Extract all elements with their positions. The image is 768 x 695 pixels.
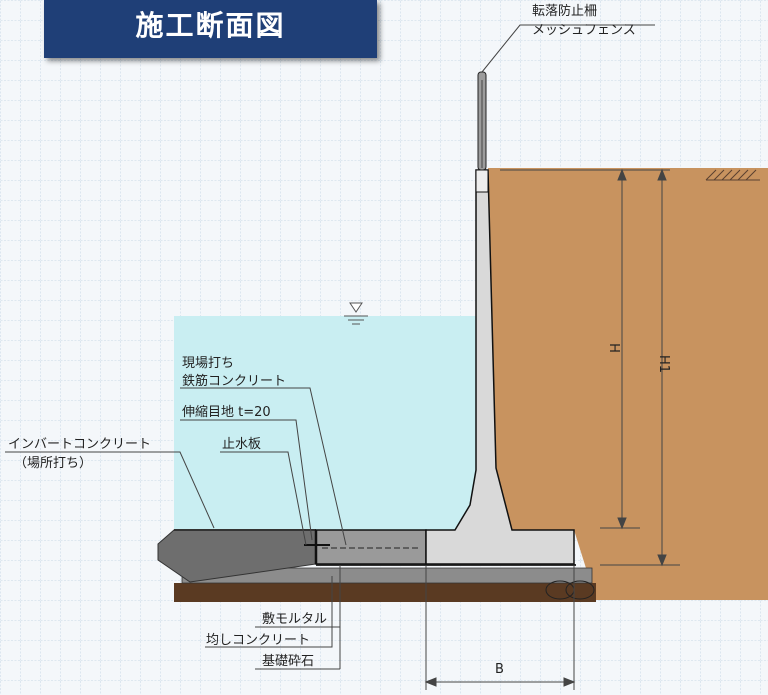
leader-lines [5, 24, 655, 670]
label-cast-line1: 現場打ち [182, 356, 235, 371]
label-dimension-h1: H1 [656, 354, 672, 374]
label-waterstop: 止水板 [222, 437, 262, 452]
label-expansion-joint: 伸縮目地 t=20 [182, 405, 271, 420]
label-invert-line2: （場所打ち） [14, 456, 93, 471]
cast-in-place-slab [315, 529, 427, 565]
leveling-concrete [181, 567, 593, 584]
dimension-lines [424, 168, 680, 690]
retaining-wall [425, 169, 575, 565]
soil-surface-hatch [705, 169, 760, 181]
label-mortar: 敷モルタル [262, 612, 328, 627]
label-fence-line2: メッシュフェンス [532, 23, 636, 38]
label-invert-line1: インバートコンクリート [8, 437, 152, 452]
water-area [174, 316, 476, 530]
soil-backfill [488, 168, 768, 600]
label-foundation-gravel: 基礎砕石 [262, 654, 315, 669]
label-dimension-b: B [495, 662, 504, 677]
label-fence-line1: 転落防止柵 [532, 4, 598, 19]
page-title: 施工断面図 [135, 9, 286, 42]
label-cast-line2: 鉄筋コンクリート [182, 374, 287, 389]
title-banner: 施工断面図 [44, 0, 377, 58]
foundation-gravel [174, 583, 596, 602]
wall-coping [475, 169, 489, 193]
label-dimension-h: H [605, 343, 621, 353]
label-leveling-concrete: 均しコンクリート [206, 633, 311, 648]
water-level-symbol [344, 302, 368, 325]
